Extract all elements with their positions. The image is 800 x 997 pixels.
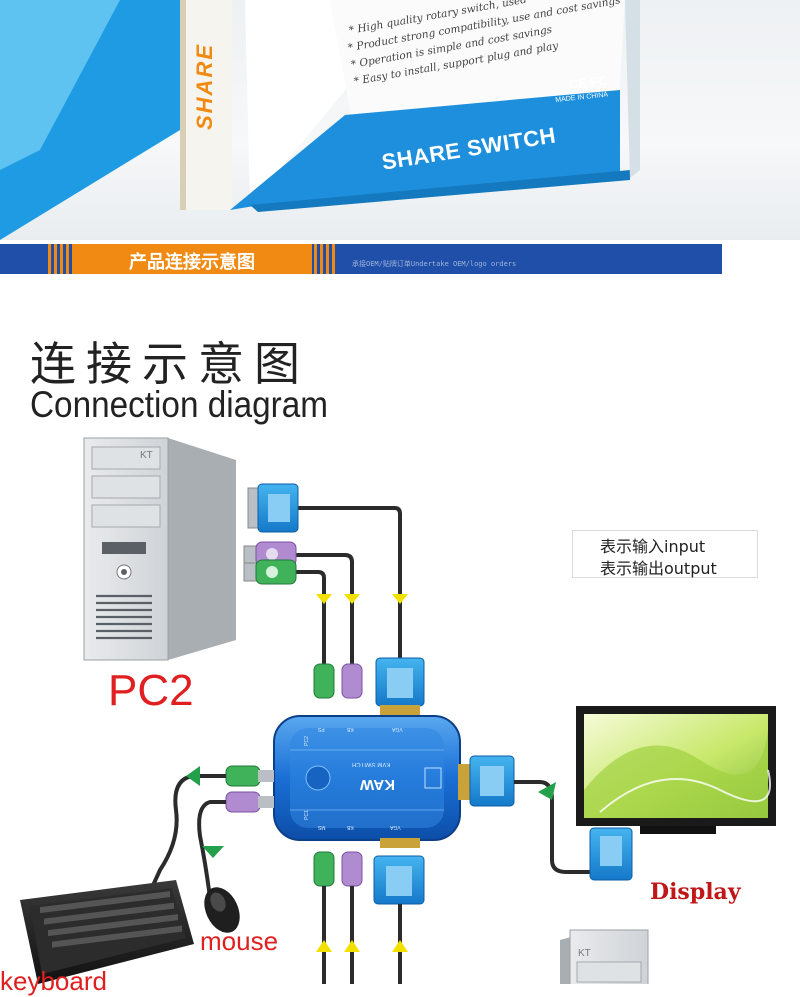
kvm-switch bbox=[273, 715, 461, 841]
switch-model: KVM SWITCH bbox=[352, 761, 391, 767]
display-cable bbox=[514, 780, 612, 874]
pc1-badge: KT bbox=[578, 948, 591, 959]
legend-output-label: 表示输出output bbox=[600, 559, 717, 578]
banner-subtitle: 承接OEM/贴牌订单Undertake OEM/logo orders bbox=[352, 260, 517, 268]
top-cables bbox=[294, 506, 402, 665]
switch-bottom-label-vga: VGA bbox=[390, 824, 401, 830]
switch-display-connector bbox=[458, 755, 515, 807]
switch-brand: KAW bbox=[360, 776, 395, 793]
legend-input-label: 表示输入input bbox=[600, 537, 706, 556]
top-input-arrows bbox=[316, 594, 408, 604]
pc2-badge: KT bbox=[140, 450, 153, 461]
pc2-vga-connector bbox=[247, 483, 299, 533]
banner-title: 产品连接示意图 bbox=[129, 252, 255, 273]
switch-bottom-label-kb: KB bbox=[347, 824, 354, 830]
box-vertical-brand: SHARE bbox=[192, 42, 217, 130]
pc2-tower bbox=[83, 437, 236, 661]
banner-orange-tab bbox=[72, 244, 312, 274]
banner-stripes-right bbox=[314, 244, 336, 274]
switch-side-label-pc1: PC1 bbox=[303, 810, 310, 820]
keyboard-output-arrow bbox=[186, 766, 200, 786]
bottom-input-arrows bbox=[316, 940, 408, 952]
section-banner: 产品连接示意图 承接OEM/贴牌订单Undertake OEM/logo ord… bbox=[0, 240, 800, 276]
switch-left-ports bbox=[225, 765, 274, 813]
legend-box bbox=[572, 530, 758, 578]
diagram-title-cn: 连接示意图 bbox=[30, 337, 310, 391]
display-output-arrow bbox=[538, 782, 556, 800]
pc2-label: PC2 bbox=[108, 666, 194, 715]
mouse-output-arrow bbox=[202, 846, 224, 858]
display-label: Display bbox=[650, 879, 741, 905]
mouse-label: mouse bbox=[200, 926, 279, 956]
keyboard-label: keyboard bbox=[0, 966, 107, 996]
pc2-ps2-green bbox=[243, 559, 297, 585]
switch-top-label-kb: KB bbox=[347, 726, 354, 732]
switch-side-label-pc2: PC2 bbox=[303, 736, 310, 746]
keyboard-device bbox=[20, 880, 194, 984]
switch-top-label-vga: VGA bbox=[392, 726, 403, 732]
pc1-tower bbox=[560, 929, 649, 984]
switch-bottom-label-ms: MS bbox=[318, 824, 326, 830]
peripheral-cables bbox=[148, 774, 226, 899]
display-monitor bbox=[576, 706, 776, 881]
switch-top-label-ps: PS bbox=[318, 726, 325, 732]
diagram-title-en: Connection diagram bbox=[30, 384, 329, 425]
diagram-artwork bbox=[20, 437, 776, 984]
switch-top-connectors bbox=[313, 657, 425, 715]
product-box-photo: * High quality rotary switch, used * Pro… bbox=[0, 0, 800, 240]
switch-bottom-connectors bbox=[313, 838, 425, 905]
connection-diagram: 连接示意图 Connection diagram bbox=[0, 276, 800, 996]
product-box-illustration bbox=[0, 0, 640, 240]
mouse-device bbox=[204, 887, 240, 933]
banner-stripes-left bbox=[48, 244, 72, 274]
